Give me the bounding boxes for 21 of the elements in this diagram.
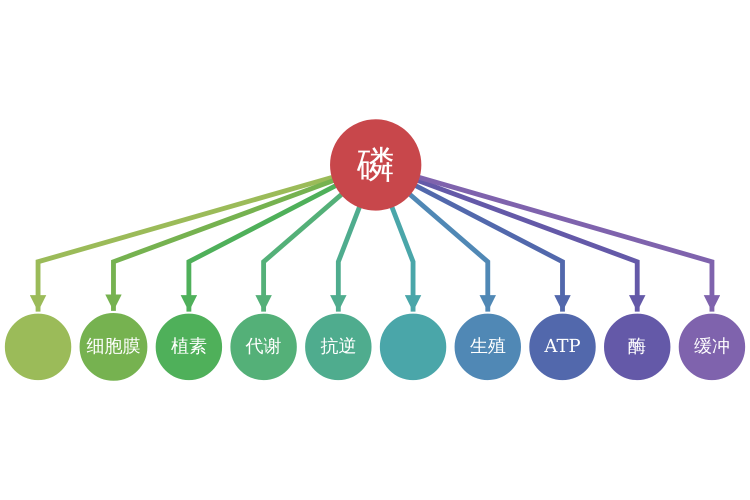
arrow — [390, 206, 422, 312]
topic-circle: 酶 — [604, 314, 670, 380]
blank-circle — [4, 314, 72, 380]
arrow — [330, 206, 362, 312]
topic-circle: 细胞膜 — [80, 312, 148, 381]
arrow — [30, 174, 334, 312]
arrow — [408, 192, 496, 312]
topic-circle: 抗逆 — [305, 314, 372, 380]
blank-circle — [380, 314, 446, 380]
topic-circle: 生殖 — [454, 314, 521, 380]
topic-circle: 植素 — [156, 314, 222, 380]
topic-circle: 缓冲 — [678, 314, 746, 380]
hub-circle: 磷 — [330, 119, 422, 211]
arrow — [414, 183, 571, 312]
arrow — [105, 178, 334, 311]
arrow — [255, 192, 344, 312]
arrow — [417, 178, 646, 312]
topic-circle: ATP — [529, 314, 596, 380]
topic-circle: 代谢 — [230, 314, 297, 380]
arrow — [180, 183, 337, 312]
arrow — [418, 175, 720, 312]
